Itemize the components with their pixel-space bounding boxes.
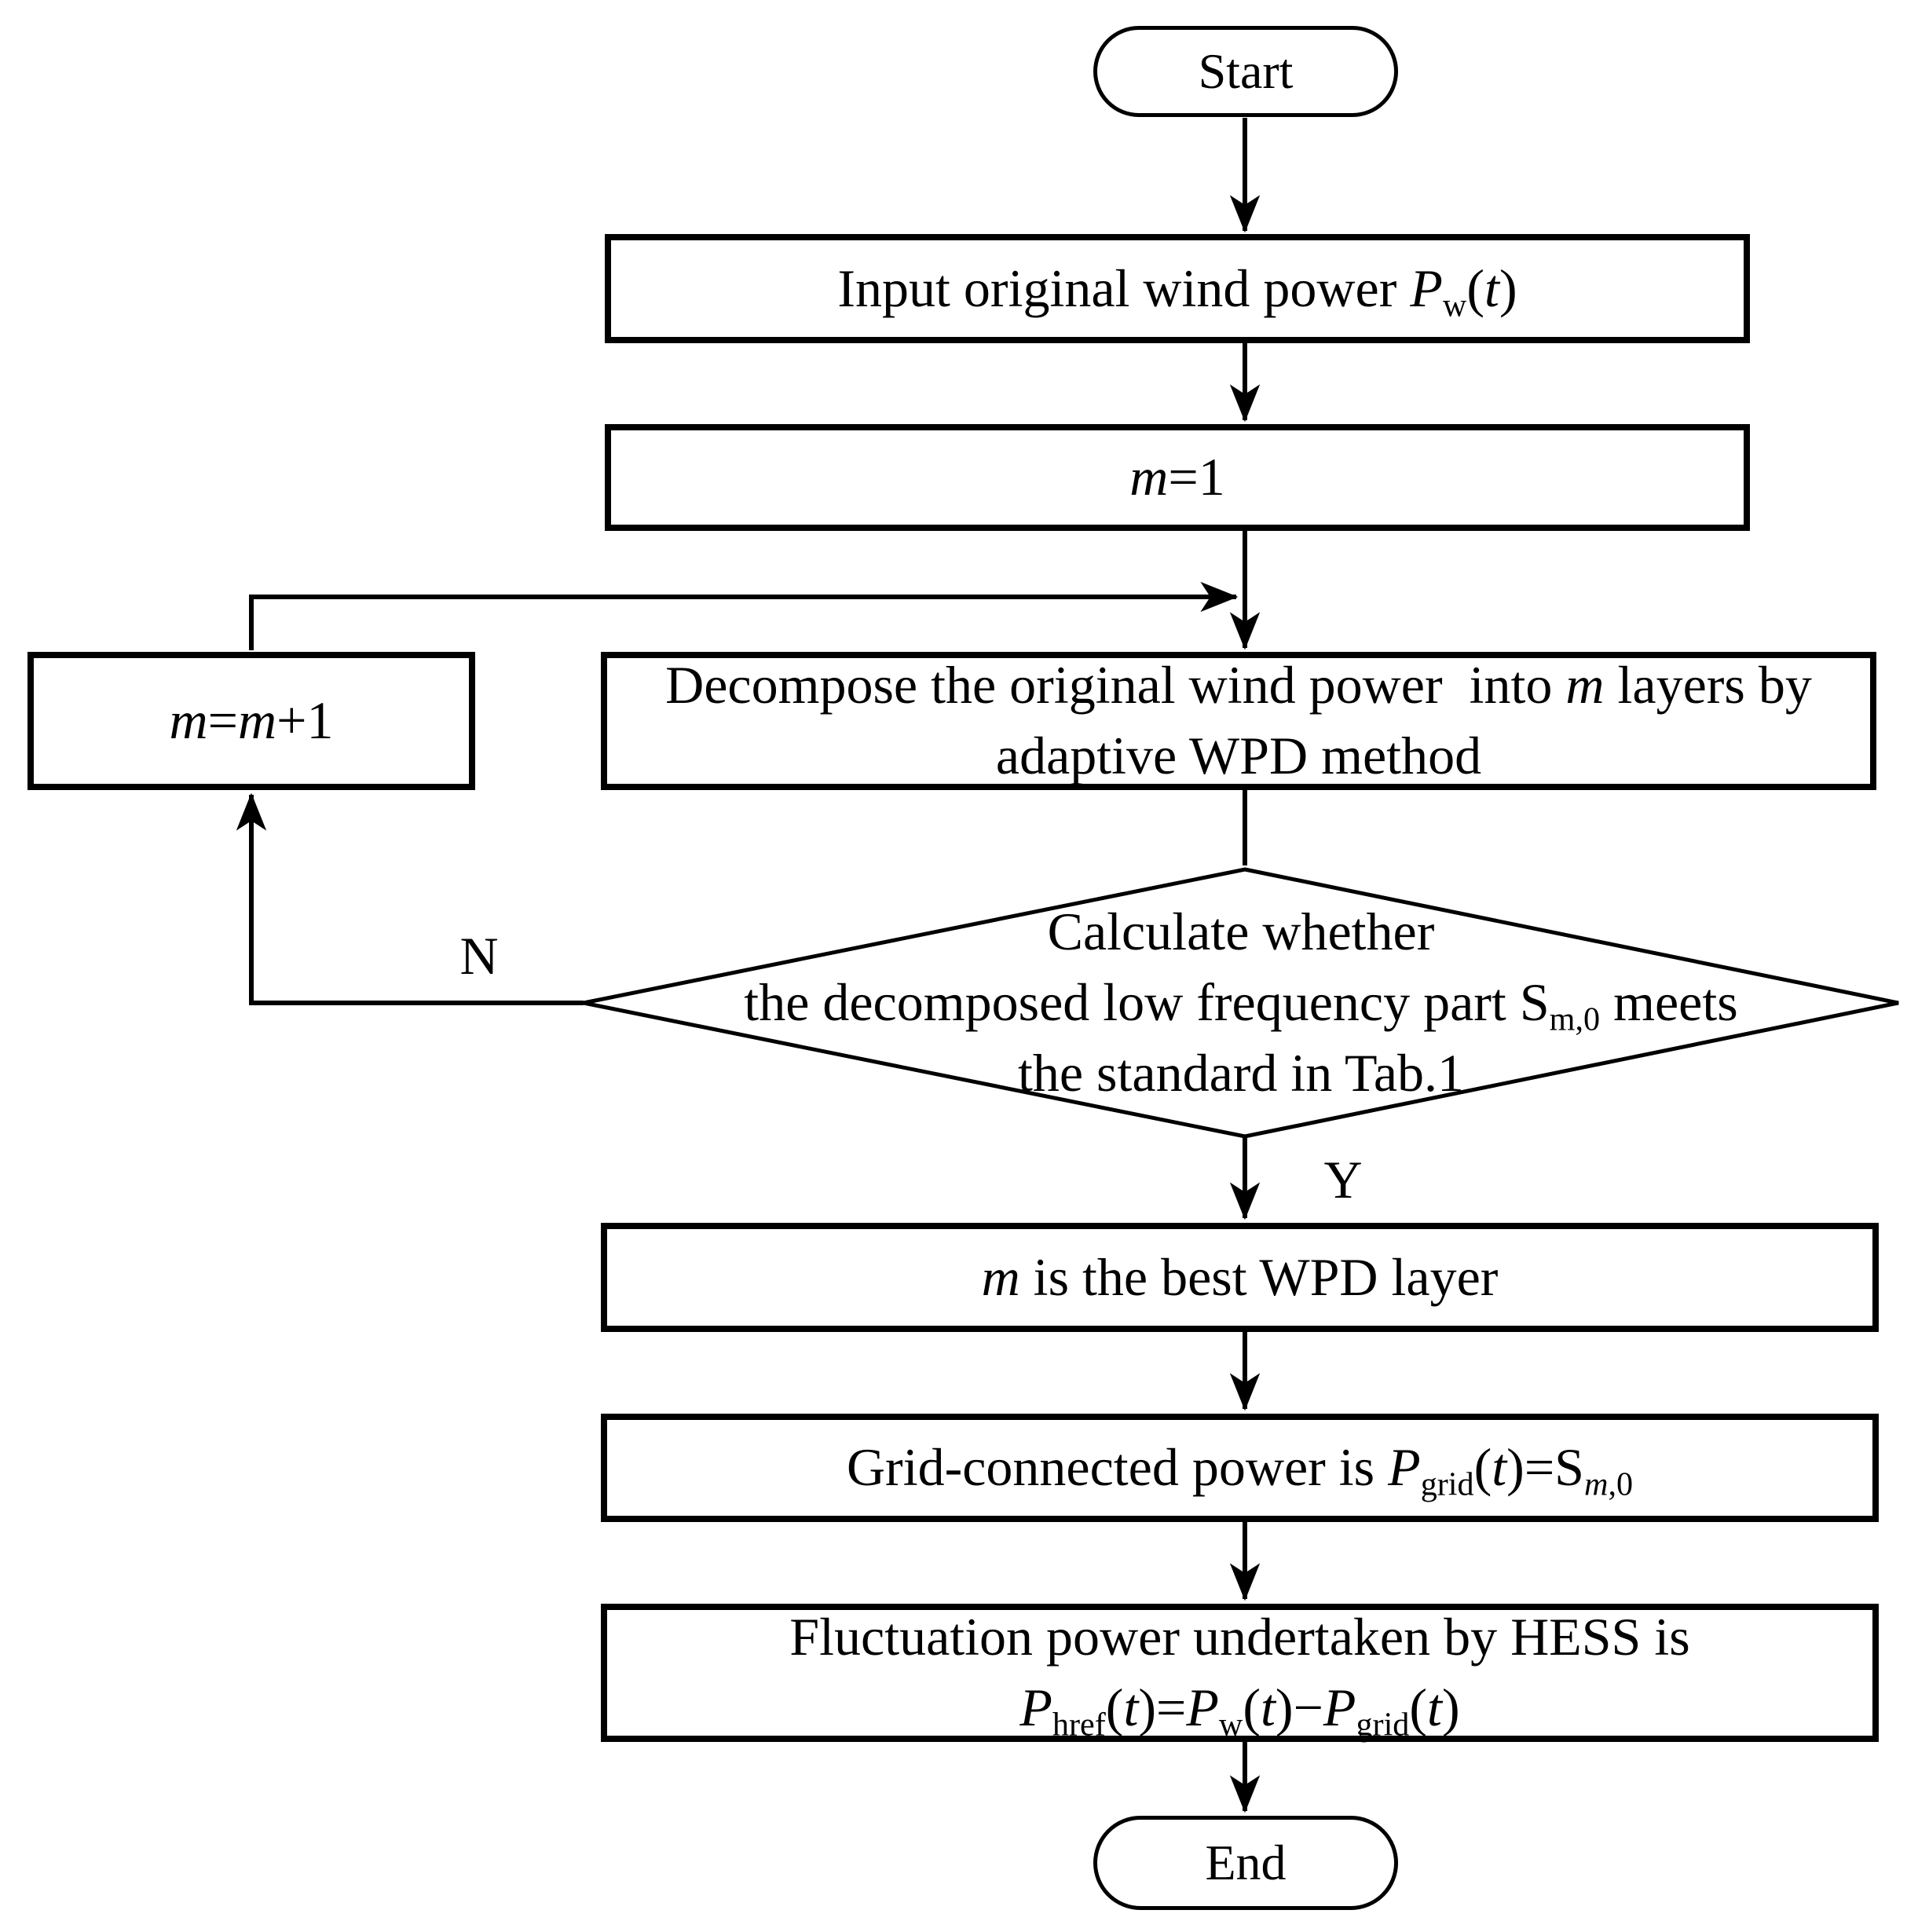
edge-increment-feedback xyxy=(249,581,1239,650)
end-label: End xyxy=(1205,1834,1287,1890)
decision-yes-label: Y xyxy=(1323,1149,1363,1209)
edge-decision-no-to-increment xyxy=(236,792,584,1005)
start-terminal: Start xyxy=(1093,26,1398,117)
init-m-box: m=1 xyxy=(605,424,1750,531)
best-layer-label: m is the best WPD layer xyxy=(981,1246,1499,1307)
end-terminal: End xyxy=(1093,1816,1398,1910)
decompose-label: Decompose the original wind power into m… xyxy=(665,655,1812,785)
decompose-box: Decompose the original wind power into m… xyxy=(601,652,1876,790)
grid-power-label: Grid-connected power is Pgrid(t)=Sm,0 xyxy=(846,1437,1634,1503)
init-m-label: m=1 xyxy=(1129,447,1225,507)
increment-m-label: m=m+1 xyxy=(169,690,334,751)
best-layer-box: m is the best WPD layer xyxy=(601,1223,1879,1332)
decision-no-label: N xyxy=(459,925,499,986)
input-power-box: Input original wind power Pw(t) xyxy=(605,234,1750,343)
grid-power-box: Grid-connected power is Pgrid(t)=Sm,0 xyxy=(601,1414,1879,1522)
increment-m-box: m=m+1 xyxy=(27,652,475,790)
start-label: Start xyxy=(1198,42,1294,99)
input-power-label: Input original wind power Pw(t) xyxy=(837,258,1517,324)
